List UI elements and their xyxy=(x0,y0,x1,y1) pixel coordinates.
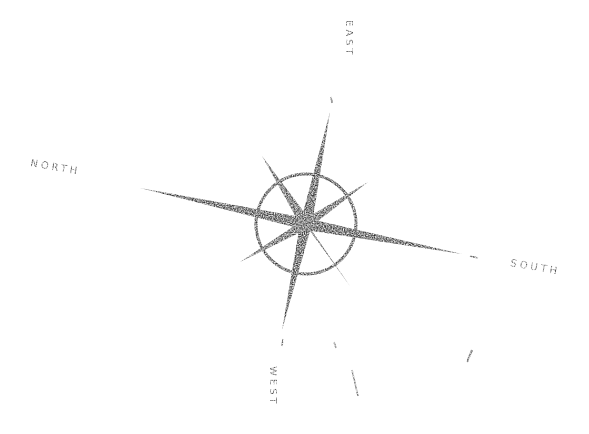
label-south: SOUTH xyxy=(509,258,560,278)
label-north: NORTH xyxy=(29,158,80,178)
needle-west xyxy=(282,224,312,330)
label-west: WEST xyxy=(267,366,278,407)
stray-mark-1 xyxy=(352,370,358,396)
needle-north xyxy=(140,188,306,230)
tick-west xyxy=(282,339,283,346)
compass-drawing: NORTH SOUTH EAST WEST xyxy=(29,20,560,407)
label-east: EAST xyxy=(343,20,354,58)
tick-south xyxy=(470,256,478,258)
stray-mark-3 xyxy=(334,342,336,348)
needle-south xyxy=(306,218,462,254)
tick-east xyxy=(331,97,332,103)
stray-mark-2 xyxy=(467,350,472,362)
